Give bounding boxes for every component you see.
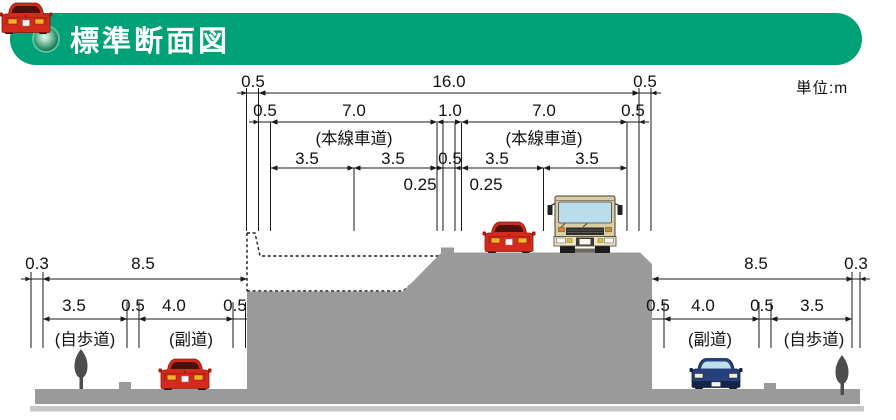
ground-shadow-line — [30, 406, 864, 412]
dim-label: 0.3 — [25, 254, 49, 273]
dim-label: 16.0 — [432, 72, 465, 91]
dim-arrow — [43, 276, 50, 282]
dim-label: 0.5 — [223, 296, 247, 315]
dim-label: 0.25 — [469, 175, 502, 194]
dim-arrow — [25, 276, 31, 282]
dim-label: 3.5 — [62, 296, 86, 315]
dim-label: 3.5 — [295, 149, 319, 168]
dim-arrow — [139, 316, 146, 322]
extension-lines — [30, 88, 861, 348]
dim-label: 4.0 — [162, 296, 186, 315]
dim-arrow — [437, 119, 444, 125]
dim-label: 0.5 — [438, 149, 462, 168]
dim-label: 0.5 — [750, 296, 774, 315]
dim-arrow — [537, 165, 544, 171]
dim-arrow — [430, 119, 437, 125]
dimension-labels: 0.5 16.0 0.5 0.5 7.0 1.0 7.0 0.5 (本線車道) … — [25, 72, 868, 349]
dim-arrow — [621, 119, 627, 125]
ground-right — [652, 389, 860, 404]
dim-label: 0.25 — [403, 175, 436, 194]
dim-label: 0.5 — [241, 72, 265, 91]
dim-label: 8.5 — [131, 254, 155, 273]
curb-right — [764, 383, 776, 390]
dim-arrow — [227, 316, 233, 322]
dim-arrow — [652, 276, 659, 282]
dim-label: 0.5 — [646, 296, 670, 315]
blue-car-icon — [689, 358, 743, 389]
dim-arrow — [354, 165, 361, 171]
road-label-service-right: (副道) — [688, 330, 732, 349]
dim-arrow — [455, 119, 462, 125]
page-title: 標準断面図 — [70, 26, 231, 58]
street-light-pole-left — [74, 349, 88, 389]
dim-arrow — [253, 119, 259, 125]
dim-arrow — [771, 316, 778, 322]
dim-label: 3.5 — [575, 149, 599, 168]
dim-label: 3.5 — [800, 296, 824, 315]
dimension-lines — [21, 90, 870, 322]
red-car-service-road — [158, 358, 212, 391]
red-car-icon — [0, 2, 53, 34]
dim-label: 7.0 — [532, 101, 556, 120]
dim-arrow — [241, 90, 247, 96]
dim-arrow — [633, 90, 639, 96]
planned-widening-outline — [246, 232, 442, 292]
dim-arrow — [259, 90, 266, 96]
road-label-service-left: (副道) — [169, 330, 213, 349]
dim-arrow — [846, 276, 852, 282]
dim-arrow — [455, 165, 461, 171]
dim-label: 3.5 — [485, 149, 509, 168]
dim-arrow — [639, 119, 645, 125]
dim-arrow — [664, 316, 671, 322]
dim-label: 3.5 — [381, 149, 405, 168]
dim-arrow — [271, 119, 278, 125]
carriageway-label-left: (本線車道) — [316, 129, 393, 148]
truck-icon — [547, 195, 623, 253]
dim-label: 0.5 — [633, 72, 657, 91]
dim-arrow — [347, 165, 354, 171]
dim-label: 8.5 — [744, 254, 768, 273]
unit-label: 単位:m — [796, 80, 849, 97]
dim-arrow — [753, 316, 759, 322]
dim-arrow — [271, 165, 278, 171]
dim-arrow — [845, 316, 852, 322]
ground-left — [35, 389, 247, 404]
section-header-bar: 標準断面図 — [10, 13, 862, 65]
dim-arrow — [651, 90, 657, 96]
dim-arrow — [620, 165, 627, 171]
dim-label: 0.5 — [621, 101, 645, 120]
dim-arrow — [860, 276, 866, 282]
dim-label: 1.0 — [438, 101, 462, 120]
dim-arrow — [43, 316, 50, 322]
dim-label: 0.3 — [844, 254, 868, 273]
dim-arrow — [461, 119, 468, 125]
road-label-sidewalk-right: (自歩道) — [784, 330, 845, 349]
dim-arrow — [543, 165, 550, 171]
dim-arrow — [121, 316, 127, 322]
dim-label: 7.0 — [342, 101, 366, 120]
dim-arrow — [240, 276, 247, 282]
red-car-main-road — [482, 221, 536, 254]
curb-left — [119, 382, 131, 390]
dim-label: 4.0 — [691, 296, 715, 315]
dim-label: 0.5 — [253, 101, 277, 120]
carriageway-label-right: (本線車道) — [506, 129, 583, 148]
dim-arrow — [437, 165, 443, 171]
road-label-sidewalk-left: (自歩道) — [55, 330, 116, 349]
embankment — [247, 247, 652, 404]
dim-label: 0.5 — [121, 296, 145, 315]
dim-arrow — [461, 165, 468, 171]
